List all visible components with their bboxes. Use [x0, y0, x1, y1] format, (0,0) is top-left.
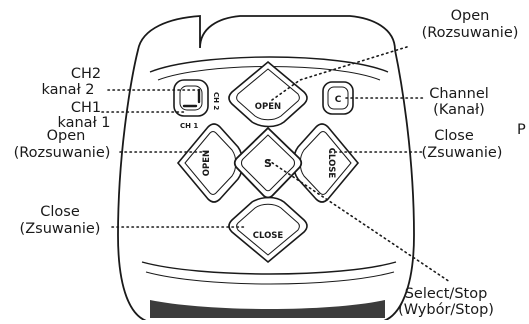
- callout-channel-2: (Kanał): [433, 102, 485, 118]
- callout-ch2-2: kanał 2: [41, 82, 94, 98]
- callout-ch1-1: CH1: [71, 100, 101, 116]
- open-top-label: OPEN: [255, 102, 281, 112]
- callout-close-left-1: Close: [40, 204, 80, 220]
- channel-switch-body[interactable]: [174, 80, 208, 116]
- open-left-label: OPEN: [202, 150, 212, 176]
- callout-ch2-1: CH2: [71, 66, 101, 82]
- callout-select-stop-2: (Wybór/Stop): [398, 302, 494, 318]
- callout-channel-1: Channel: [429, 86, 489, 102]
- ch1-label: CH 1: [180, 122, 198, 130]
- callout-close-right-1: Close: [434, 128, 474, 144]
- callout-close-right-2: (Zsuwanie): [422, 145, 503, 161]
- channel-button[interactable]: C: [323, 82, 353, 114]
- edge-fragment-text: P: [517, 122, 526, 138]
- channel-button-label: C: [335, 95, 342, 105]
- callout-close-left-2: (Zsuwanie): [20, 221, 101, 237]
- callout-open-left-2: (Rozsuwanie): [14, 145, 111, 161]
- select-stop-label: S: [264, 157, 272, 170]
- callout-select-stop-1: Select/Stop: [405, 286, 488, 302]
- close-bottom-label: CLOSE: [253, 231, 284, 241]
- callout-open-top-1: Open: [451, 8, 490, 24]
- callout-open-left-1: Open: [47, 128, 86, 144]
- remote-control: CH 1 CH 2 C OPEN OPEN CLOSE: [118, 16, 414, 320]
- ch2-label: CH 2: [212, 92, 220, 110]
- callout-open-top-2: (Rozsuwanie): [422, 25, 519, 41]
